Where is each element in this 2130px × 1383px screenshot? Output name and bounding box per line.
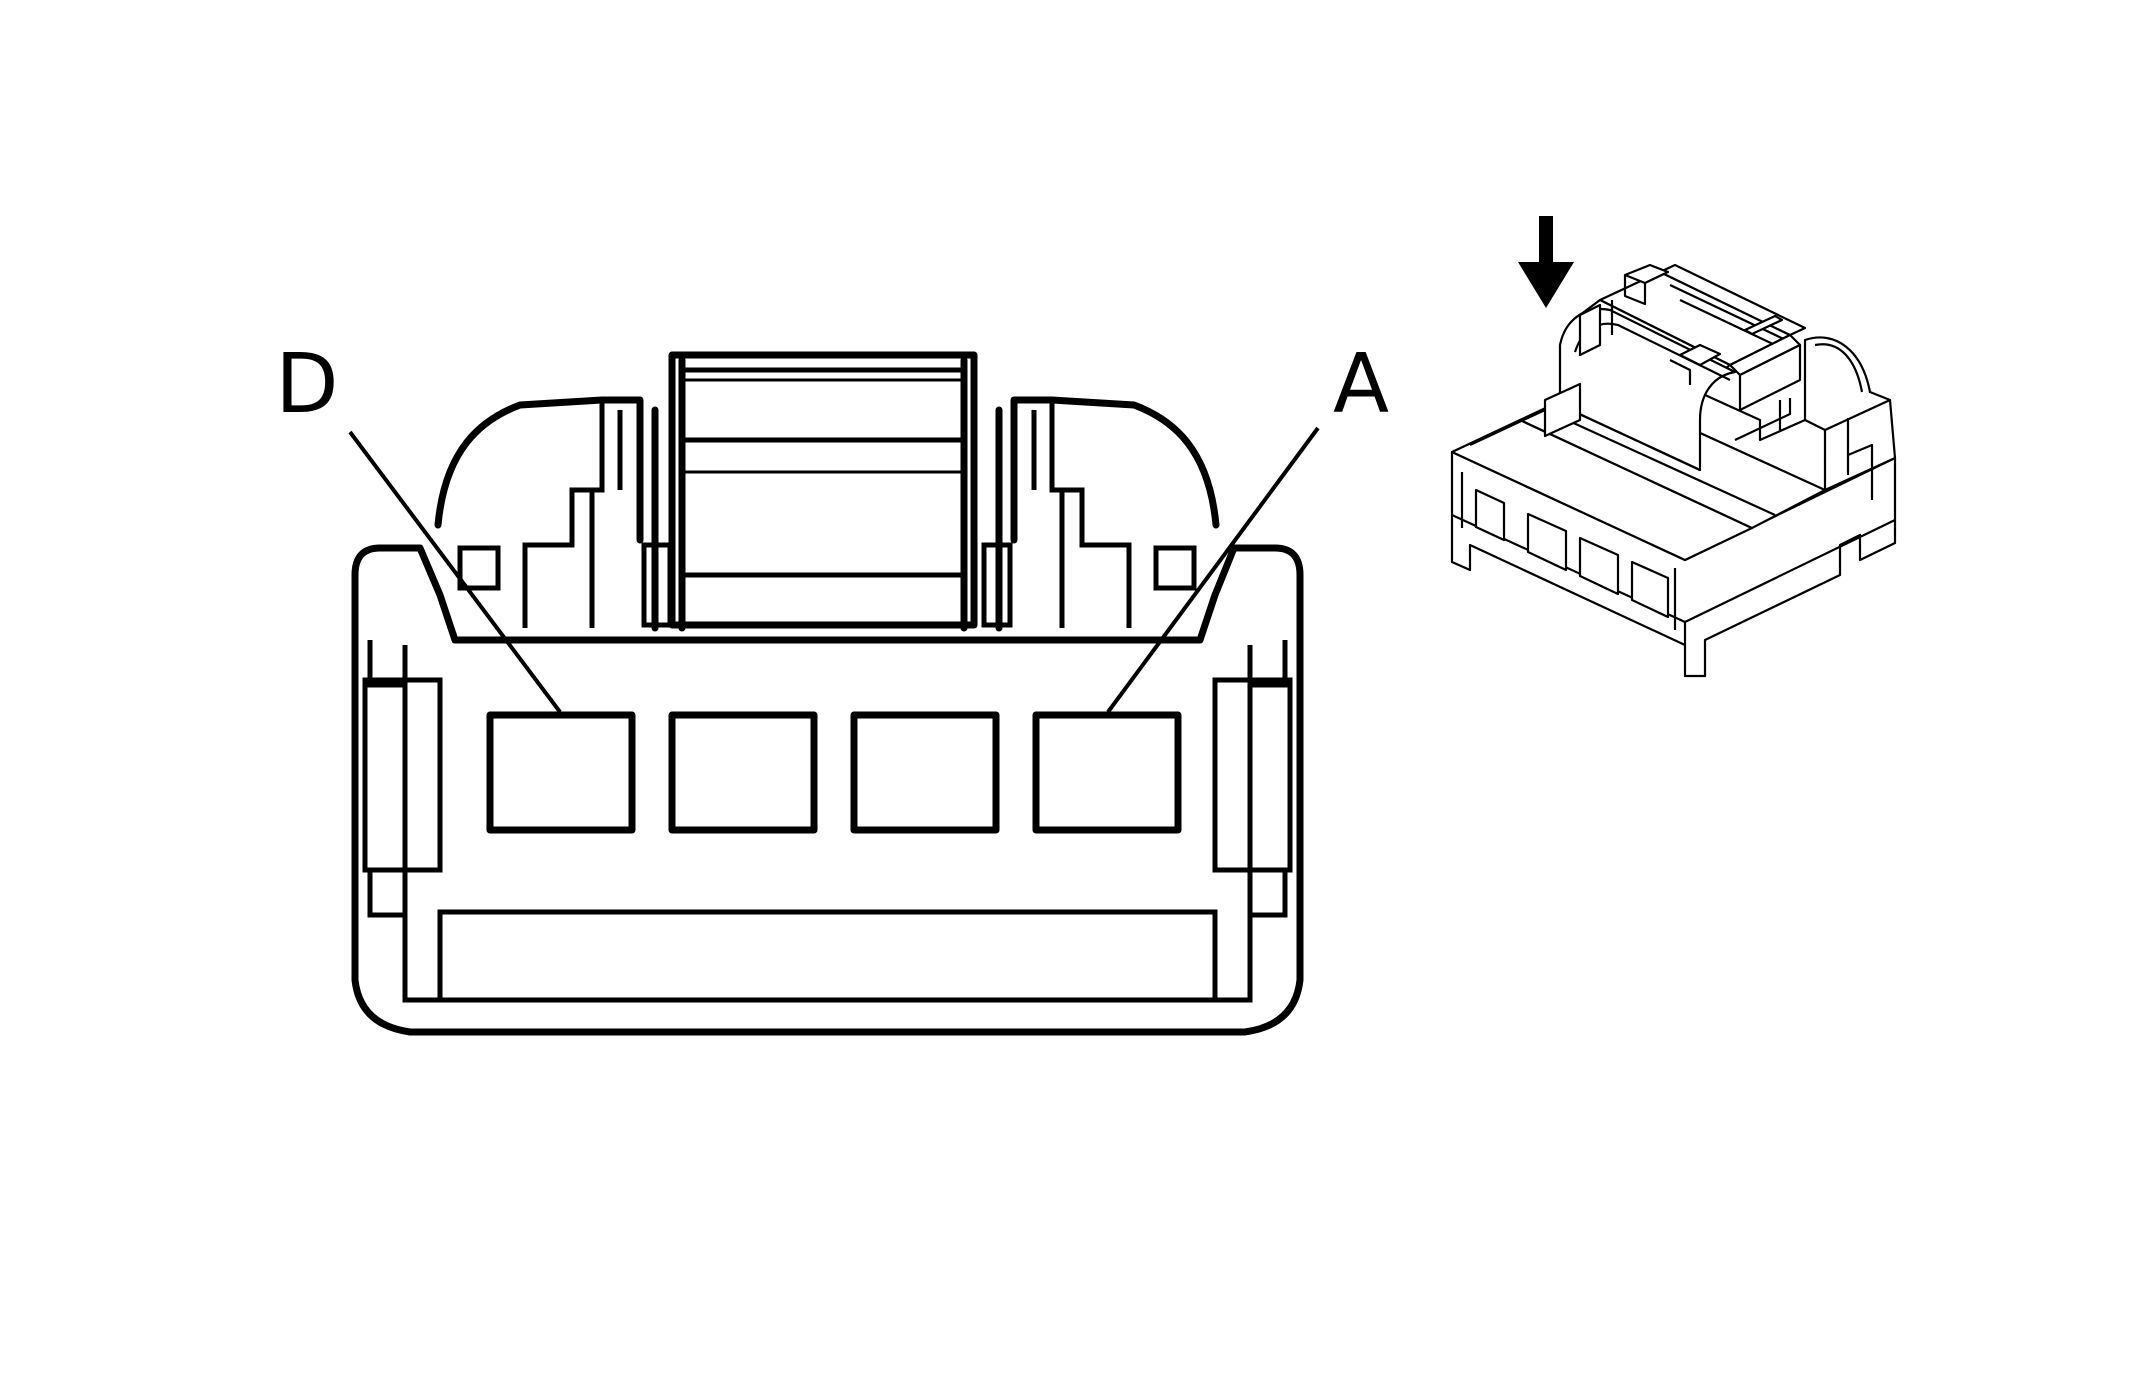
left-step-features [457, 400, 673, 632]
terminal-cavity-c [668, 711, 818, 834]
locking-lever [668, 351, 978, 632]
housing-inner [367, 640, 1288, 1003]
right-side-window [1212, 645, 1293, 1000]
leader-line-a [1106, 426, 1320, 714]
down-arrow-icon [1518, 216, 1574, 308]
right-guide-arc [1010, 396, 1220, 544]
left-guide-arc [434, 396, 644, 544]
connector-front-view: D A [275, 337, 1389, 1036]
terminal-cavity-d [486, 711, 636, 834]
left-side-window [362, 645, 443, 1000]
connector-isometric-view [1450, 216, 1897, 678]
leader-line-d [348, 430, 562, 714]
housing-outer [351, 544, 1304, 1036]
pin-label-d: D [275, 337, 338, 432]
pin-label-a: A [1333, 337, 1389, 432]
bottom-rail [405, 909, 1250, 1003]
terminal-cavity-a [1032, 711, 1182, 834]
right-step-features [981, 400, 1197, 632]
terminal-cavity-b [850, 711, 1000, 834]
